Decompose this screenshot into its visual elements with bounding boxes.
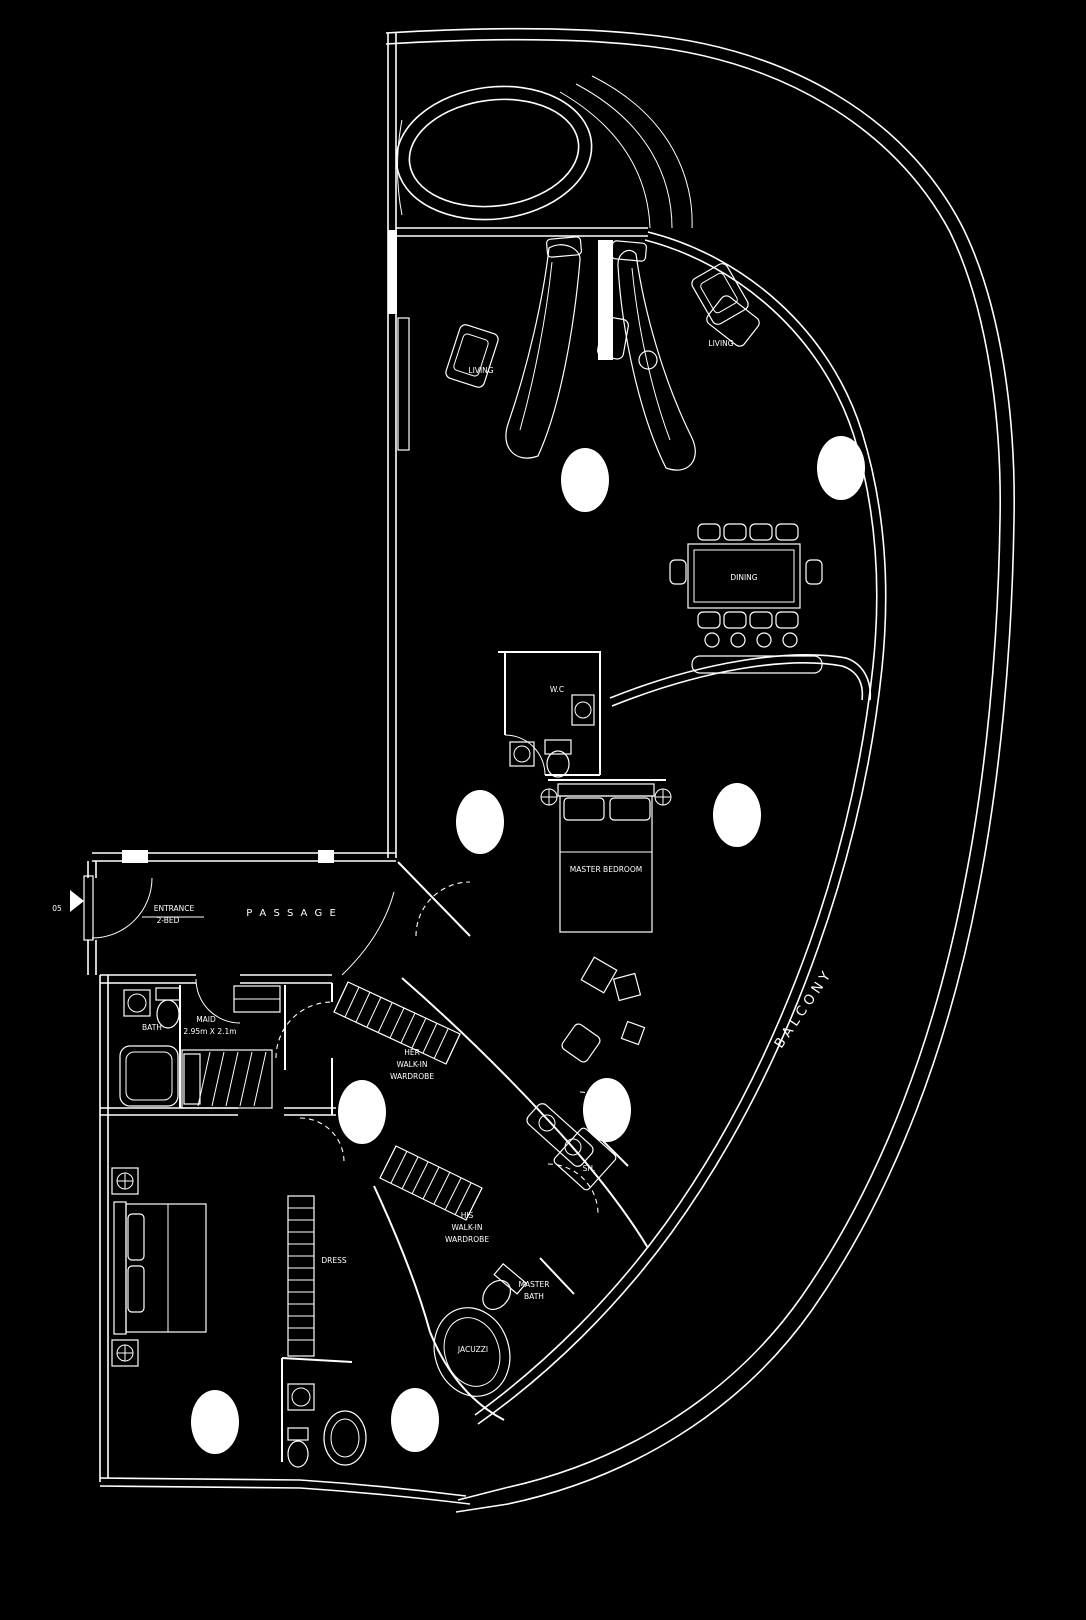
switch-symbol bbox=[540, 788, 558, 806]
column bbox=[456, 790, 504, 854]
entrance-door-swing bbox=[91, 877, 153, 939]
her-wardrobe-label-1: HER bbox=[404, 1048, 420, 1057]
master-bedroom-label: MASTER BEDROOM bbox=[570, 865, 642, 874]
dining-area: DINING bbox=[609, 523, 872, 707]
wall-poche-left bbox=[388, 230, 397, 314]
her-wardrobe-label-2: WALK-IN bbox=[397, 1060, 428, 1069]
master-bath: SH. MASTER BATH JACUZZI bbox=[433, 1103, 617, 1397]
master-bedroom: MASTER BEDROOM bbox=[540, 779, 672, 1063]
second-bedroom bbox=[111, 1167, 207, 1367]
column bbox=[583, 1078, 631, 1142]
column bbox=[817, 436, 865, 500]
column bbox=[338, 1080, 386, 1144]
balcony-inner-wall bbox=[474, 231, 887, 1425]
her-wardrobe: HER WALK-IN WARDROBE bbox=[333, 981, 461, 1081]
toilet bbox=[482, 1263, 527, 1311]
oval-feature bbox=[395, 75, 693, 229]
entrance-marker-icon bbox=[70, 890, 84, 912]
jacuzzi-label: JACUZZI bbox=[457, 1345, 488, 1354]
balcony-label: BALCONY bbox=[771, 966, 836, 1052]
wall-poche-top bbox=[598, 240, 613, 360]
her-wardrobe-label-3: WARDROBE bbox=[390, 1072, 434, 1081]
switch-symbol bbox=[654, 788, 672, 806]
passage: 05 ENTRANCE 2-BED P A S S A G E bbox=[52, 850, 396, 1024]
open-door-leaf bbox=[397, 317, 410, 451]
second-bathroom bbox=[281, 1357, 367, 1468]
his-wardrobe-label-2: WALK-IN bbox=[452, 1223, 483, 1232]
switch-symbol bbox=[116, 1344, 134, 1362]
living-room: LIVING LIVING bbox=[445, 236, 760, 471]
maid-label: MAID bbox=[196, 1015, 216, 1024]
dress-label: DRESS bbox=[321, 1256, 346, 1265]
entrance-unit-label: 2-BED bbox=[157, 916, 180, 925]
dining-label: DINING bbox=[730, 573, 757, 582]
column bbox=[561, 448, 609, 512]
entrance-door-leaf bbox=[83, 875, 94, 941]
unit-number-label: 05 bbox=[52, 904, 62, 913]
columns bbox=[191, 436, 865, 1454]
dress-wardrobe: DRESS bbox=[287, 1195, 347, 1357]
master-bath-label-1: MASTER bbox=[519, 1280, 550, 1289]
bath-label: BATH bbox=[142, 1023, 162, 1032]
master-bath-label-2: BATH bbox=[524, 1292, 544, 1301]
suite-walls bbox=[275, 861, 649, 1421]
passage-label: P A S S A G E bbox=[246, 908, 338, 919]
wc-room: W.C bbox=[498, 651, 601, 778]
his-wardrobe-label-3: WARDROBE bbox=[445, 1235, 489, 1244]
column bbox=[191, 1390, 239, 1454]
living-left-label: LIVING bbox=[468, 366, 493, 375]
his-wardrobe-label-1: HIS bbox=[461, 1211, 474, 1220]
column bbox=[713, 783, 761, 847]
wc-label: W.C bbox=[550, 685, 564, 694]
shower-label: SH. bbox=[583, 1164, 596, 1173]
maid-bath-block: BATH MAID 2.95m X 2.1m bbox=[100, 983, 336, 1116]
exterior-shell bbox=[99, 27, 1015, 1513]
maid-dims-label: 2.95m X 2.1m bbox=[183, 1027, 236, 1036]
living-right-label: LIVING bbox=[708, 339, 733, 348]
entrance-label: ENTRANCE bbox=[154, 904, 195, 913]
tub-oval bbox=[323, 1410, 367, 1466]
switch-symbol bbox=[116, 1172, 134, 1190]
jacuzzi-tub bbox=[433, 1307, 511, 1397]
his-wardrobe: HIS WALK-IN WARDROBE bbox=[379, 1145, 489, 1244]
column bbox=[391, 1388, 439, 1452]
